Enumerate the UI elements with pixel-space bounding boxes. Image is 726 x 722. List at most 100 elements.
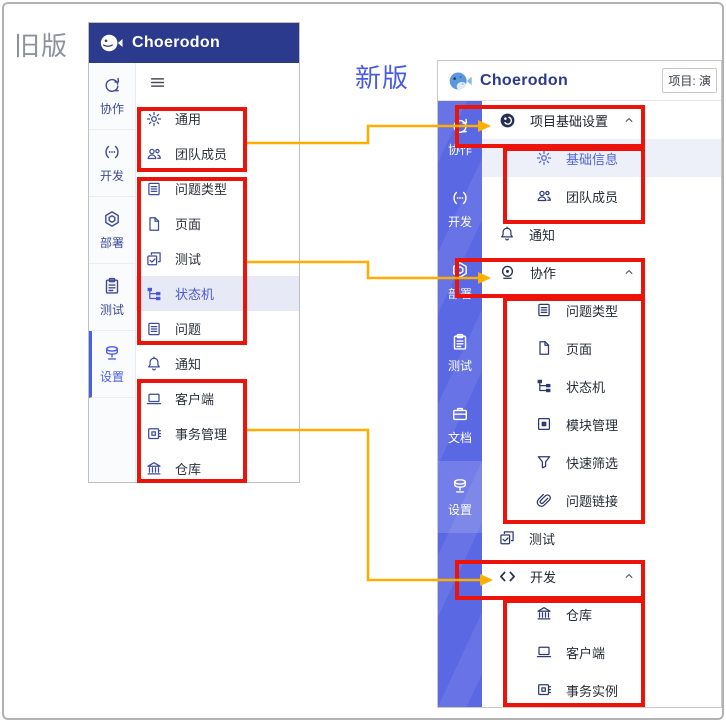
menu-item-label: 通知	[175, 357, 202, 372]
menu-item-quick-filter[interactable]: 快速筛选	[482, 443, 721, 481]
menu-item-label: 事务管理	[175, 427, 228, 442]
sidebar-item-settings[interactable]: 设置	[438, 461, 482, 533]
menu-item-label: 测试	[529, 531, 556, 547]
menu-item-issue[interactable]: 问题	[136, 311, 299, 346]
menu-item-repository[interactable]: 仓库	[482, 595, 721, 633]
menu-item-label: 团队成员	[175, 147, 228, 162]
menu-item-test[interactable]: 测试	[136, 241, 299, 276]
people-icon	[146, 146, 162, 162]
menu-item-label: 仓库	[175, 462, 202, 477]
bank-icon	[146, 461, 162, 477]
menu-item-label: 事务实例	[566, 683, 619, 699]
menu-item-issue-type[interactable]: 问题类型	[136, 171, 299, 206]
menu-item-state-machine[interactable]: 状态机	[482, 367, 721, 405]
menu-item-notification[interactable]: 通知	[136, 346, 299, 381]
codeparen-icon	[451, 189, 469, 207]
menu-item-develop[interactable]: 开发	[482, 557, 721, 595]
menu-item-transaction-instance[interactable]: 事务实例	[482, 671, 721, 709]
bell-icon	[499, 226, 515, 242]
hexagon-icon	[451, 261, 469, 279]
sidebar-item-collaboration[interactable]: 协作	[89, 63, 135, 130]
link-icon	[536, 492, 552, 508]
menu-item-team-members[interactable]: 团队成员	[136, 136, 299, 171]
sidebar-item-label: 部署	[99, 235, 124, 250]
menu-item-client[interactable]: 客户端	[136, 381, 299, 416]
menu-item-issue-type[interactable]: 问题类型	[482, 291, 721, 329]
database-icon	[103, 344, 121, 362]
sidebar-item-docs[interactable]: 文档	[438, 389, 482, 461]
old-version-label: 旧版	[14, 31, 69, 61]
new-menu-panel: 项目基础设置 基础信息 团队成员 通知 协作 问题类型 页面 状态机 模块管理 …	[482, 101, 721, 707]
sidebar-item-label: 设置	[99, 369, 124, 384]
chevron-up-icon	[623, 114, 635, 126]
menu-item-label: 页面	[566, 341, 593, 357]
list-icon	[146, 321, 162, 337]
hamburger-icon	[149, 74, 166, 91]
sidebar-item-settings[interactable]: 设置	[89, 331, 135, 398]
funnel-icon	[536, 454, 552, 470]
sidebar-item-label: 部署	[447, 286, 472, 301]
codeangle-icon	[499, 568, 516, 585]
codeparen-icon	[103, 143, 121, 161]
people-icon	[536, 188, 552, 204]
sidebar-item-deploy[interactable]: 部署	[438, 245, 482, 317]
sidebar-item-test[interactable]: 测试	[89, 264, 135, 331]
menu-item-page[interactable]: 页面	[136, 206, 299, 241]
page-icon	[146, 216, 162, 232]
menu-item-label: 仓库	[566, 607, 593, 623]
menu-item-label: 状态机	[566, 379, 606, 395]
sidebar-item-label: 设置	[447, 502, 472, 517]
cpu-icon	[536, 682, 552, 698]
project-switcher-button[interactable]: 项目: 演	[662, 68, 717, 93]
list-icon	[536, 302, 552, 318]
laptop-icon	[536, 644, 552, 660]
hamburger-menu-icon[interactable]	[136, 63, 299, 101]
chevron-up-icon	[623, 266, 635, 278]
sidebar-item-collaboration[interactable]: 协作	[438, 101, 482, 173]
sidebar-item-test[interactable]: 测试	[438, 317, 482, 389]
chevron-up-icon	[623, 570, 635, 582]
menu-item-label: 问题类型	[566, 303, 619, 319]
sidebar-item-label: 开发	[447, 214, 472, 229]
choerodon-logo-icon	[99, 31, 123, 55]
list-icon	[146, 181, 162, 197]
gear-icon	[536, 150, 552, 166]
menu-item-basic-info[interactable]: 基础信息	[482, 139, 721, 177]
sidebar-item-develop[interactable]: 开发	[89, 130, 135, 197]
old-app-header: Choerodon	[89, 23, 299, 63]
new-app-header: Choerodon 项目: 演	[438, 61, 721, 101]
sidebar-item-deploy[interactable]: 部署	[89, 197, 135, 264]
briefcase-icon	[451, 405, 469, 423]
menu-item-notification[interactable]: 通知	[482, 215, 721, 253]
database-icon	[451, 477, 469, 495]
menu-item-issue-link[interactable]: 问题链接	[482, 481, 721, 519]
menu-item-collaboration[interactable]: 协作	[482, 253, 721, 291]
menu-item-label: 模块管理	[566, 417, 619, 433]
app-title: Choerodon	[132, 34, 221, 51]
sidebar-item-label: 开发	[99, 168, 124, 183]
menu-item-label: 状态机	[175, 287, 215, 302]
menu-item-transaction-management[interactable]: 事务管理	[136, 416, 299, 451]
clipboard-icon	[103, 277, 121, 295]
new-primary-sidebar: 协作 开发 部署 测试 文档 设置	[438, 101, 482, 707]
menu-item-repository[interactable]: 仓库	[136, 451, 299, 486]
sidebar-item-label: 文档	[447, 430, 472, 445]
sidebar-item-develop[interactable]: 开发	[438, 173, 482, 245]
menu-item-state-machine[interactable]: 状态机	[136, 276, 299, 311]
laptop-icon	[146, 391, 162, 407]
gear-icon	[146, 111, 162, 127]
old-primary-sidebar: 协作 开发 部署 测试 设置	[89, 63, 136, 482]
choerodon-logo-icon	[448, 69, 472, 93]
sidebar-item-label: 测试	[99, 302, 124, 317]
menu-item-page[interactable]: 页面	[482, 329, 721, 367]
statemachine-icon	[146, 286, 162, 302]
menu-item-project-basic-settings[interactable]: 项目基础设置	[482, 101, 721, 139]
menu-item-label: 客户端	[175, 392, 215, 407]
menu-item-module-management[interactable]: 模块管理	[482, 405, 721, 443]
menu-item-team-members[interactable]: 团队成员	[482, 177, 721, 215]
menu-item-test[interactable]: 测试	[482, 519, 721, 557]
menu-item-client[interactable]: 客户端	[482, 633, 721, 671]
collab-icon	[499, 264, 516, 281]
menu-item-general[interactable]: 通用	[136, 101, 299, 136]
